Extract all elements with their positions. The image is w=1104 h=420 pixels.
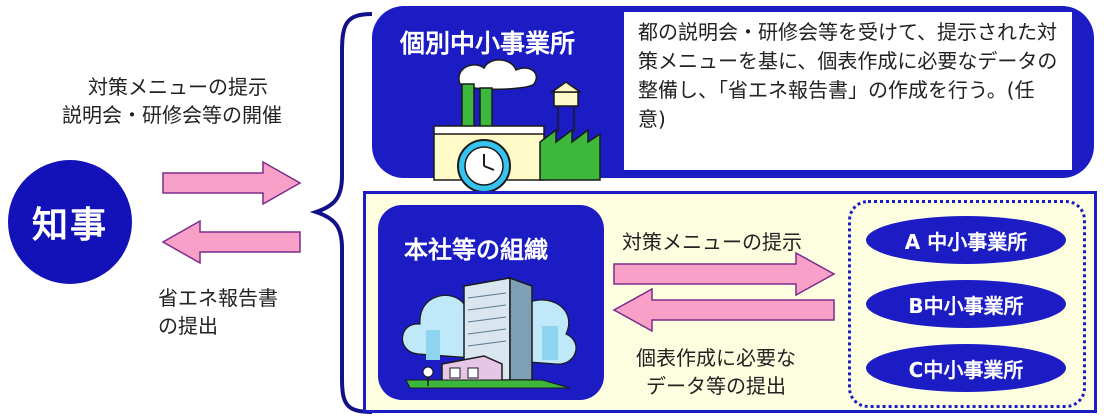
- seminar-label: 説明会・研修会等の開催: [62, 103, 282, 127]
- arrow-right-to-offices: [613, 251, 836, 297]
- governor-label: 知事: [31, 205, 108, 246]
- individual-business-description: 都の説明会・研修会等を受けて、提示された対策メニューを基に、個表作成に必要なデー…: [624, 12, 1072, 170]
- office-building-icon: [401, 276, 577, 389]
- arrow-right-to-businesses: [162, 160, 302, 206]
- data-submission-label: 個表作成に必要な データ等の提出: [636, 346, 796, 398]
- office-a-label: A 中小事業所: [904, 229, 1028, 254]
- office-a: A 中小事業所: [866, 216, 1066, 264]
- arrow-left-to-headquarters: [612, 287, 835, 333]
- office-c: C中小事業所: [866, 344, 1066, 392]
- menu-presentation-label-2: 対策メニューの提示: [622, 230, 802, 254]
- office-b: B中小事業所: [866, 280, 1066, 328]
- headquarters-title: 本社等の組織: [404, 236, 548, 264]
- office-b-label: B中小事業所: [908, 293, 1024, 318]
- subsidiary-offices-group: [848, 200, 1086, 408]
- energy-report-label: 省エネ報告書: [158, 286, 278, 310]
- factory-icon: [433, 59, 601, 193]
- office-c-label: C中小事業所: [908, 357, 1024, 382]
- individual-business-title: 個別中小事業所: [400, 29, 576, 58]
- curly-brace: [309, 12, 373, 414]
- menu-presentation-label: 対策メニューの提示: [88, 75, 268, 99]
- governor-node: 知事: [8, 160, 132, 284]
- arrow-left-to-governor: [161, 219, 301, 265]
- submission-label: の提出: [158, 314, 218, 338]
